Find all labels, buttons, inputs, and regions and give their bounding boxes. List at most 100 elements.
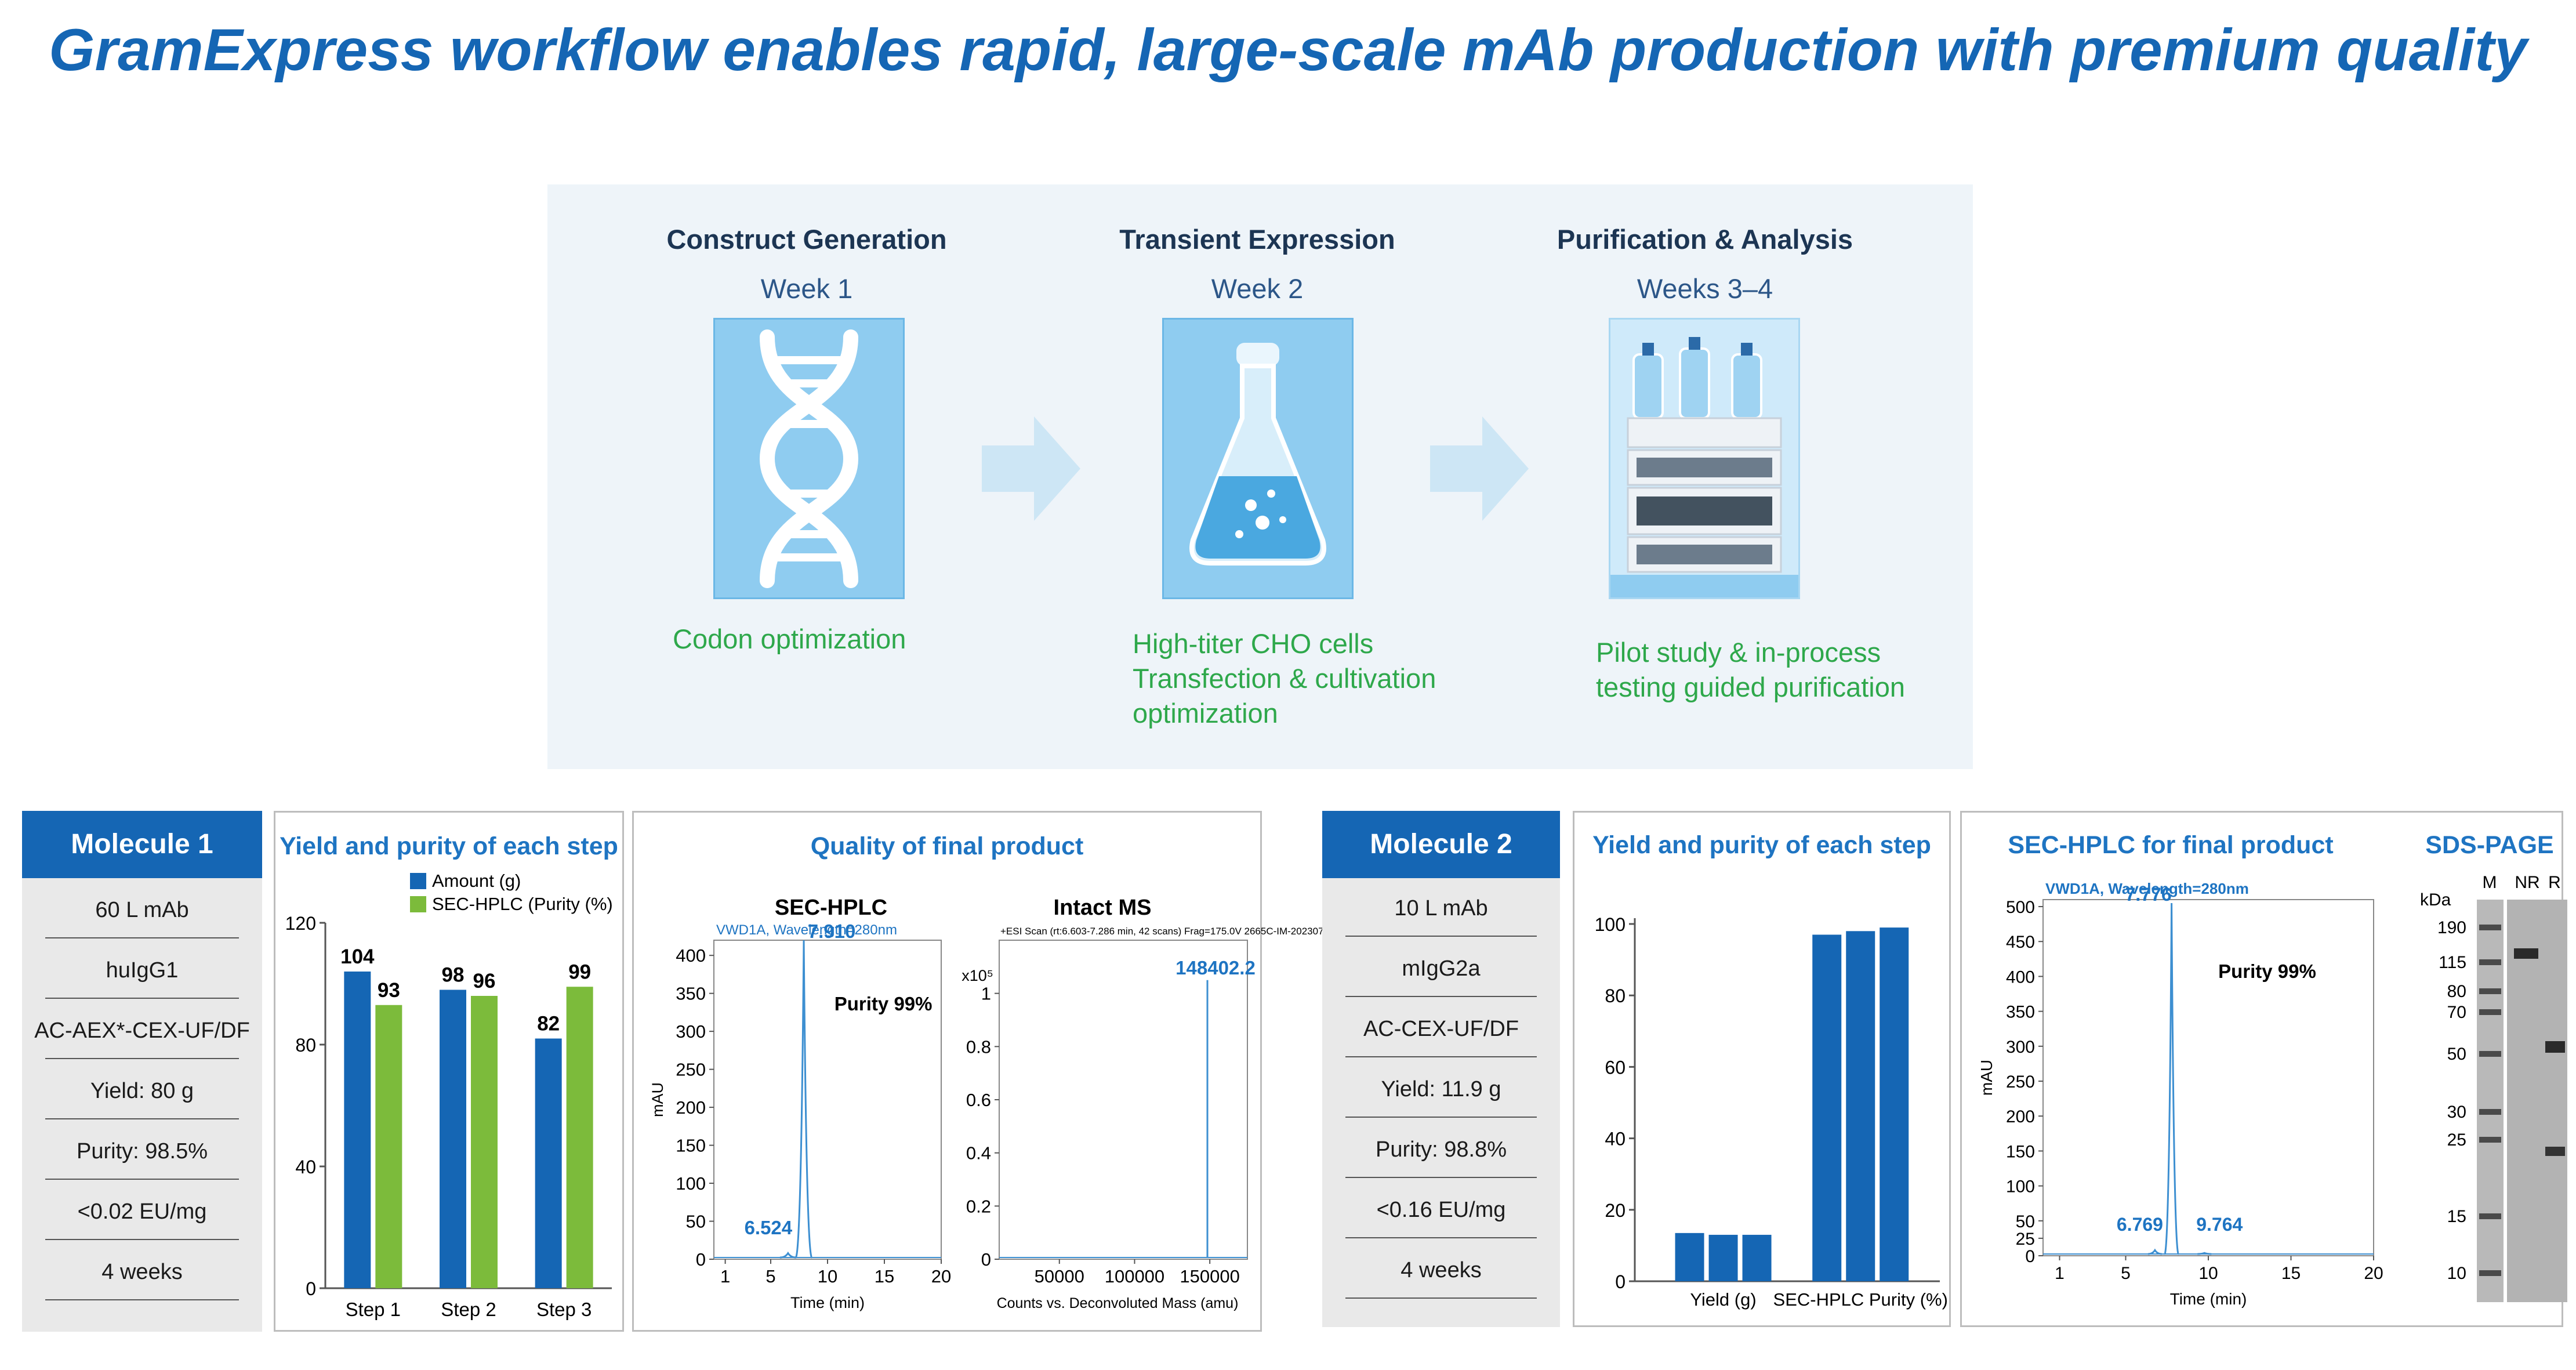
- attribute-divider: [45, 1239, 239, 1240]
- attribute-divider: [45, 1179, 239, 1180]
- attribute-divider: [45, 1118, 239, 1119]
- marker-kda-label: 15: [2447, 1207, 2466, 1226]
- chart-subtitle: VWD1A, Wavelength=280nm: [716, 922, 897, 938]
- molecule-attribute: Purity: 98.5%: [77, 1139, 208, 1164]
- arrow-right-icon: [1430, 416, 1529, 521]
- y-tick-label: 500: [2006, 898, 2035, 917]
- stage-3-desc: Pilot study & in-process testing guided …: [1596, 635, 1905, 705]
- y-tick-label: 40: [1605, 1129, 1626, 1150]
- flask-icon: [1162, 318, 1354, 599]
- y-tick-label: 120: [285, 913, 316, 934]
- x-tick-label: 1: [2055, 1264, 2065, 1283]
- x-tick-label: 15: [875, 1266, 894, 1286]
- gel-lane-marker: [2477, 900, 2504, 1302]
- peak-label: 6.769: [2117, 1214, 2163, 1235]
- trace-peak: [2197, 1252, 2212, 1255]
- bar-value-label: 82: [537, 1013, 560, 1035]
- y-tick-label: 100: [676, 1173, 706, 1194]
- chart-subtitle: VWD1A, Wavelength=280nm: [2045, 880, 2249, 897]
- purity-annotation: Purity 99%: [2218, 961, 2316, 982]
- m1-yield-card-title: Yield and purity of each step: [280, 832, 618, 860]
- peak-label: 9.764: [2196, 1214, 2243, 1235]
- molecule-attribute: 4 weeks: [1401, 1258, 1482, 1282]
- lane-label: R: [2548, 873, 2561, 892]
- molecule-1-header: Molecule 1: [22, 811, 262, 878]
- molecule-2-header: Molecule 2: [1322, 811, 1560, 878]
- stage-1-title: Construct Generation: [666, 224, 947, 255]
- x-tick-label: 20: [2364, 1264, 2383, 1283]
- stage-2-desc-line-3: optimization: [1133, 698, 1278, 729]
- plot-frame: [713, 940, 942, 1260]
- bar: [1846, 931, 1875, 1281]
- bar: [344, 972, 371, 1288]
- stage-1-desc: Codon optimization: [673, 622, 906, 657]
- m1-intact-ms-chart: Intact MS +ESI Scan (rt:6.603-7.286 min, …: [962, 896, 1323, 1311]
- x-tick-label: 5: [2121, 1264, 2131, 1283]
- trace-peak: [2147, 1248, 2162, 1255]
- molecule-attribute: AC-AEX*-CEX-UF/DF: [34, 1019, 250, 1043]
- attribute-divider: [1345, 996, 1537, 997]
- molecule-attribute: 60 L mAb: [95, 898, 189, 922]
- chart-subtitle: +ESI Scan (rt:6.603-7.286 min, 42 scans)…: [1000, 926, 1324, 937]
- gel-unit-label: kDa: [2420, 890, 2451, 909]
- bar-value-label: 104: [340, 945, 375, 968]
- y-tick-label: 350: [2006, 1003, 2035, 1022]
- x-tick-label: 20: [931, 1266, 951, 1286]
- marker-kda-label: 10: [2447, 1264, 2466, 1283]
- peak-label: 6.524: [745, 1217, 793, 1238]
- y-tick-label: 80: [1605, 985, 1626, 1006]
- stage-1-desc-line: Codon optimization: [673, 624, 906, 654]
- attribute-divider: [1345, 1297, 1537, 1299]
- x-tick-label: 5: [765, 1266, 775, 1286]
- y-tick-label: 0: [306, 1278, 316, 1299]
- chart-title: Intact MS: [1054, 896, 1152, 920]
- attribute-divider: [45, 998, 239, 999]
- marker-band: [2479, 988, 2501, 994]
- y-tick-label: 150: [2006, 1142, 2035, 1161]
- y-tick-label: 0.2: [966, 1196, 991, 1216]
- y-tick-label: 60: [1605, 1057, 1626, 1078]
- r-light-chain-band: [2545, 1147, 2565, 1156]
- marker-kda-label: 30: [2447, 1103, 2466, 1122]
- y-tick-label: 300: [676, 1021, 706, 1042]
- stage-2-week: Week 2: [1211, 273, 1304, 304]
- y-tick-label: 40: [295, 1157, 316, 1177]
- y-axis-label: mAU: [1978, 1060, 1996, 1096]
- m2-sds-card-title: SDS-PAGE: [2425, 831, 2554, 859]
- stage-2-desc-line-2: Transfection & cultivation: [1133, 663, 1436, 694]
- marker-band: [2479, 1137, 2501, 1143]
- plot-frame: [2042, 899, 2374, 1256]
- marker-band: [2479, 1213, 2501, 1219]
- x-axis-label: Counts vs. Deconvoluted Mass (amu): [997, 1295, 1239, 1311]
- stage-2-title: Transient Expression: [1119, 224, 1395, 255]
- y-tick-label: 20: [1605, 1200, 1626, 1221]
- molecule-attribute: <0.02 EU/mg: [77, 1199, 207, 1224]
- m1-quality-card-title: Quality of final product: [810, 832, 1084, 860]
- molecule-attribute: 10 L mAb: [1394, 896, 1488, 920]
- plot-frame: [999, 940, 1248, 1260]
- y-axis-label: mAU: [649, 1082, 666, 1117]
- attribute-divider: [45, 1058, 239, 1059]
- bar: [375, 1005, 402, 1288]
- y-tick-label: 200: [2006, 1107, 2035, 1126]
- legend-label: Amount (g): [432, 871, 521, 891]
- y-tick-label: 150: [676, 1136, 706, 1156]
- arrow-right-icon: [982, 416, 1080, 521]
- bar: [1742, 1234, 1772, 1281]
- gel-lanes-sample: [2507, 900, 2567, 1302]
- y-tick-label: 250: [676, 1060, 706, 1080]
- marker-band: [2479, 1270, 2501, 1276]
- bar: [1675, 1233, 1704, 1281]
- y-tick-label: 250: [2006, 1072, 2035, 1092]
- x-tick-label: 10: [818, 1266, 837, 1286]
- y-tick-label: 0.4: [966, 1143, 991, 1164]
- legend-swatch: [410, 873, 426, 889]
- x-tick-label: 10: [2198, 1264, 2218, 1283]
- stage-3-week: Weeks 3–4: [1637, 273, 1773, 304]
- marker-kda-label: 50: [2447, 1045, 2466, 1064]
- marker-kda-label: 25: [2447, 1130, 2466, 1150]
- bar: [1708, 1234, 1738, 1281]
- lane-label: M: [2483, 873, 2497, 892]
